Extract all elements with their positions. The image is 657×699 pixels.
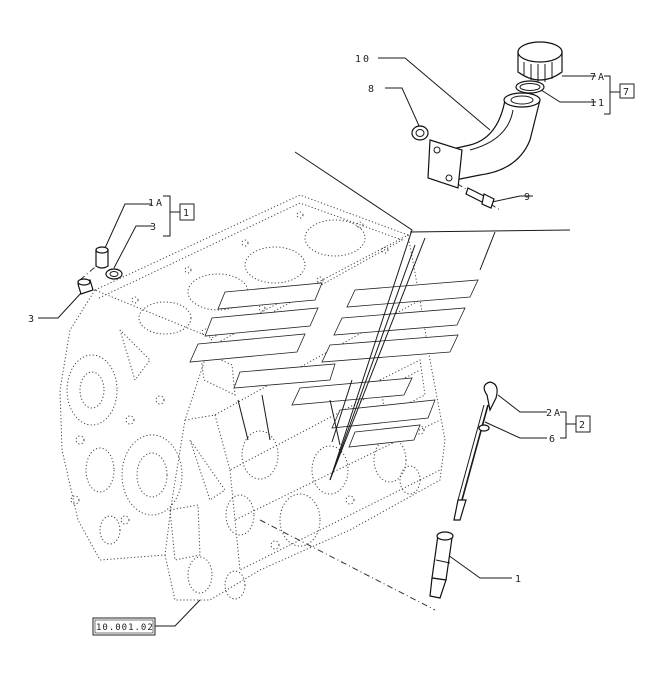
- dipstick: [453, 381, 498, 521]
- callout-3-upper: 3: [150, 222, 158, 233]
- dipstick-tube: [429, 531, 454, 599]
- hatched-gasket-group: [189, 279, 479, 448]
- group-label-2: 2: [579, 420, 587, 431]
- callout-3-left: 3: [28, 314, 36, 325]
- callout-9: 9: [524, 192, 532, 203]
- callout-11: 11: [590, 98, 606, 109]
- callout-8: 8: [368, 84, 376, 95]
- callout-1: 1: [515, 574, 523, 585]
- group-label-1: 1: [183, 208, 191, 219]
- flange-gasket: [411, 125, 429, 141]
- group-box-7: 7: [619, 83, 635, 99]
- reference-box: 10.001.02: [92, 617, 156, 636]
- engine-block-outline: [59, 194, 446, 601]
- group-box-2: 2: [575, 415, 591, 433]
- callout-10: 10: [355, 54, 371, 65]
- plug-and-washer: [95, 246, 123, 280]
- filler-neck-tube: [427, 92, 541, 189]
- o-ring: [515, 80, 545, 94]
- oil-filler-cap: [517, 41, 563, 82]
- group-box-1: 1: [179, 203, 195, 221]
- dowel-sleeve: [77, 278, 94, 295]
- callout-6: 6: [549, 434, 557, 445]
- leader-lines: [38, 57, 620, 627]
- callout-2a: 2A: [546, 408, 562, 419]
- callout-7a: 7A: [590, 72, 606, 83]
- callout-1a: 1A: [148, 198, 164, 209]
- bolt: [465, 187, 495, 209]
- group-label-7: 7: [623, 87, 631, 98]
- reference-label: 10.001.02: [96, 623, 154, 633]
